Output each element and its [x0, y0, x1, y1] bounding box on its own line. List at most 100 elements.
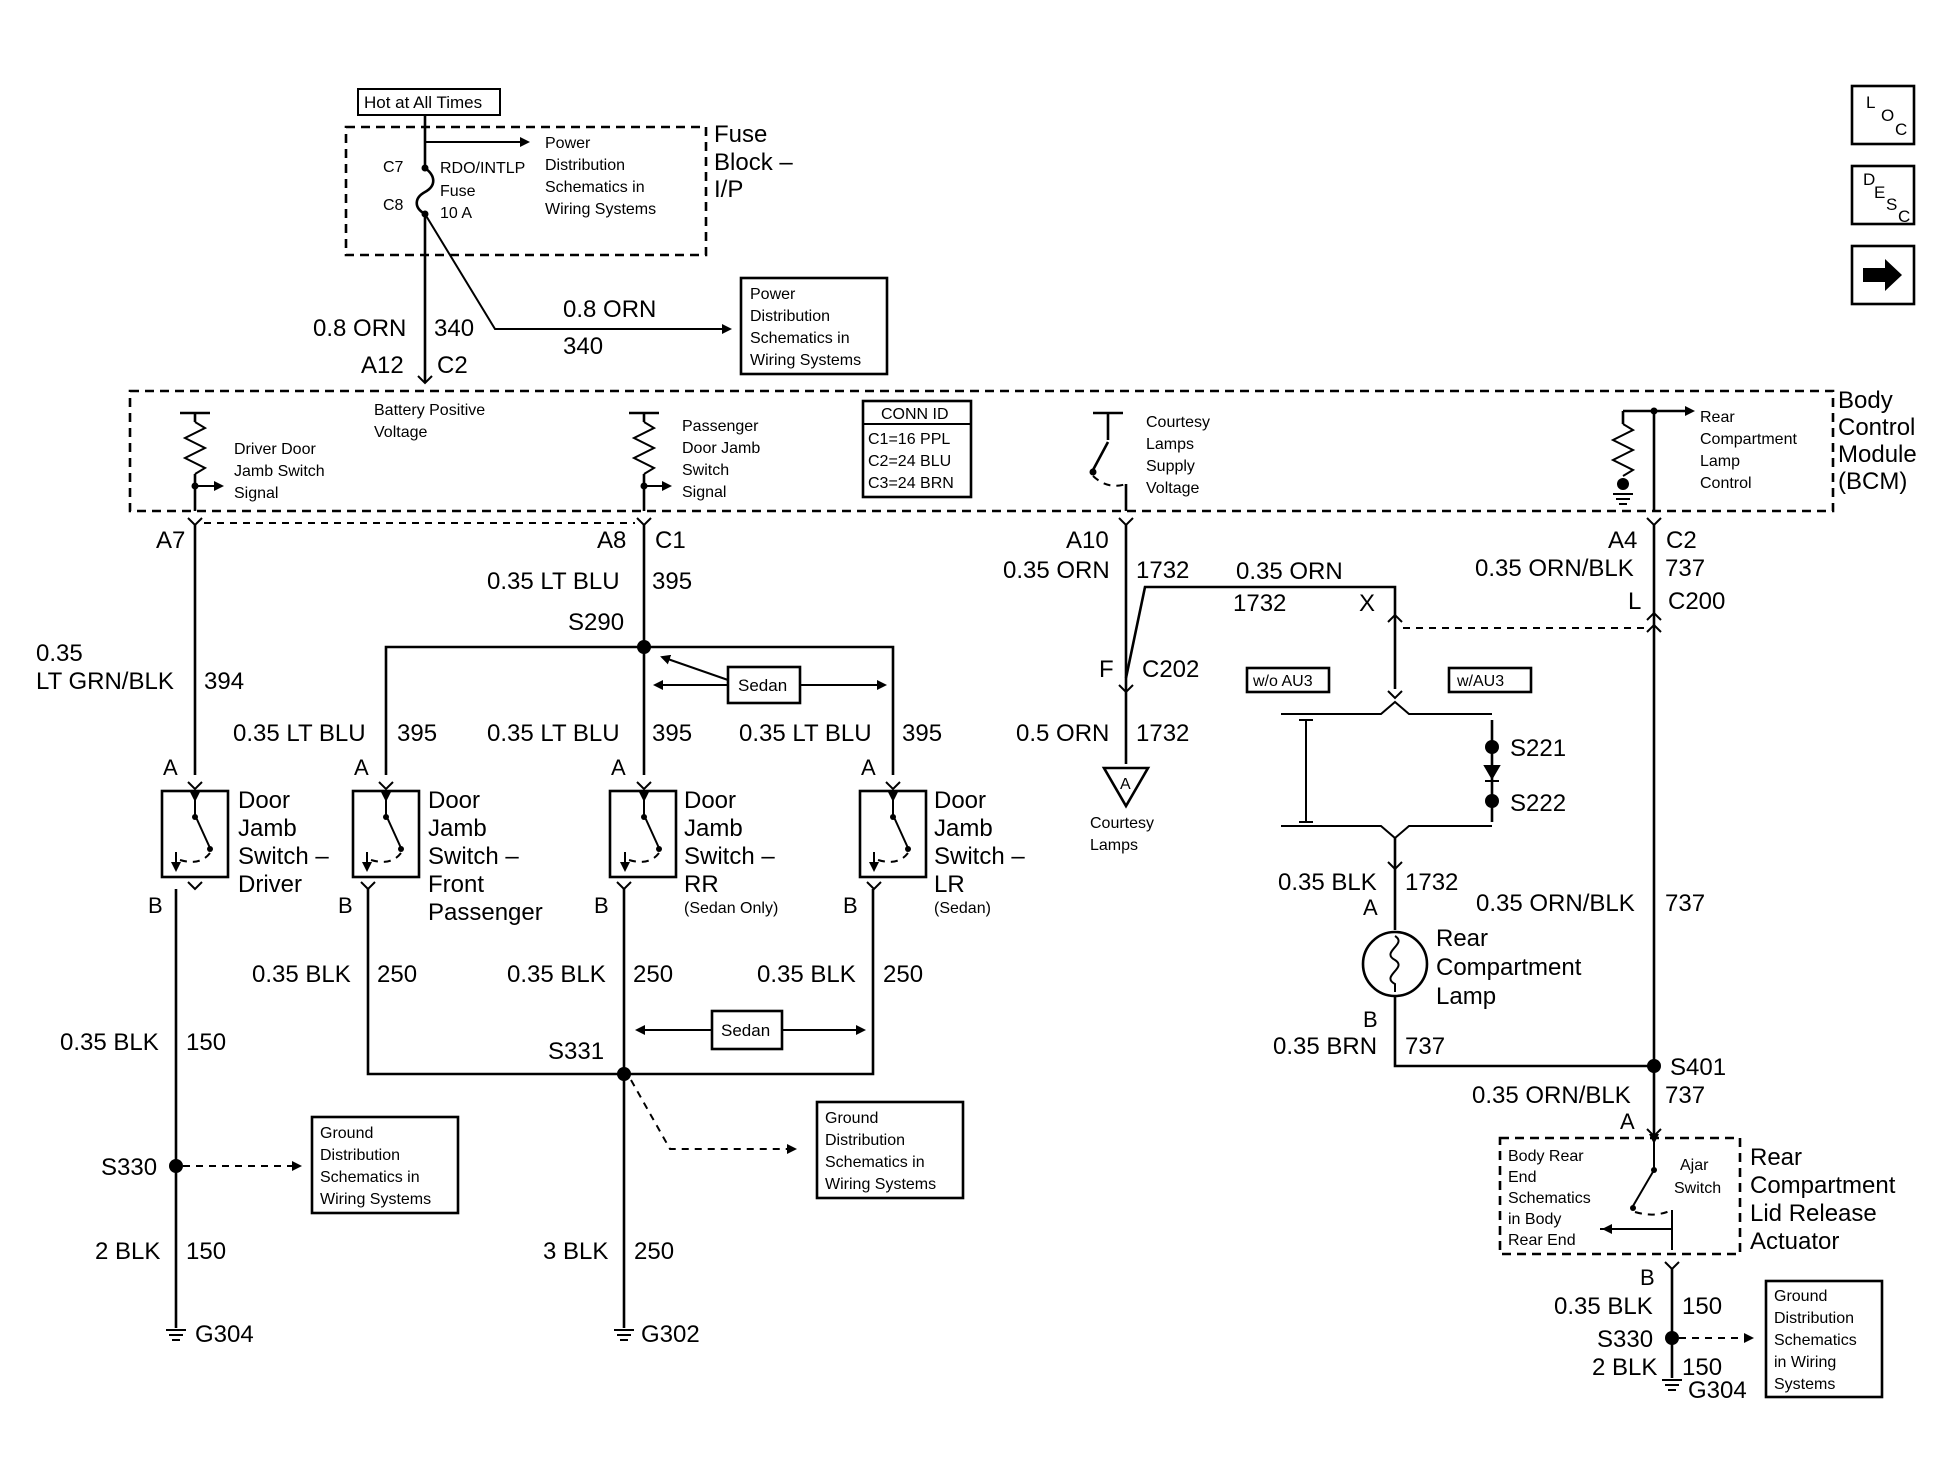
- svg-text:Wiring Systems: Wiring Systems: [545, 201, 656, 218]
- driver-switch-signal-circuit: Driver Door Jamb Switch Signal: [180, 411, 325, 511]
- svg-text:Voltage: Voltage: [1146, 480, 1199, 497]
- wire-1732-a-circuit: 1732: [1136, 557, 1189, 584]
- battery-positive-label: Battery Positive Voltage: [374, 402, 485, 441]
- wire-737-b-circuit: 737: [1665, 890, 1705, 917]
- svg-text:A: A: [354, 755, 369, 780]
- connector-lamp-chevron: [1387, 861, 1403, 871]
- svg-text:Passenger: Passenger: [428, 899, 543, 926]
- svg-text:O: O: [1881, 106, 1894, 125]
- splice-s401-label: S401: [1670, 1054, 1726, 1081]
- wire-250-lr-gauge: 0.35 BLK: [757, 961, 856, 988]
- svg-text:C2=24 BLU: C2=24 BLU: [868, 453, 951, 470]
- svg-text:E: E: [1874, 183, 1885, 202]
- wire-340-right-gauge: 0.8 ORN: [563, 296, 656, 323]
- svg-text:Driver Door: Driver Door: [234, 441, 316, 458]
- wire-150-b-gauge: 2 BLK: [95, 1238, 160, 1265]
- wire-150-a-gauge: 0.35 BLK: [60, 1029, 159, 1056]
- svg-text:Rear: Rear: [1750, 1144, 1802, 1171]
- svg-text:I/P: I/P: [714, 176, 743, 203]
- svg-text:C: C: [1898, 207, 1910, 226]
- svg-text:B: B: [843, 893, 858, 918]
- svg-text:Switch: Switch: [1674, 1180, 1721, 1197]
- svg-text:Switch –: Switch –: [428, 843, 519, 870]
- svg-text:Door: Door: [428, 787, 480, 814]
- svg-text:in Body: in Body: [1508, 1211, 1561, 1228]
- connector-chevron: [417, 375, 433, 385]
- ground-g304-label: G304: [195, 1321, 254, 1348]
- sedan-option-mid: Sedan: [710, 1009, 784, 1051]
- svg-text:Door Jamb: Door Jamb: [682, 440, 760, 457]
- svg-text:End: End: [1508, 1169, 1536, 1186]
- svg-text:w/AU3: w/AU3: [1456, 673, 1504, 690]
- conn-id-table: CONN ID C1=16 PPL C2=24 BLU C3=24 BRN: [861, 399, 973, 499]
- svg-text:Ground: Ground: [1774, 1288, 1827, 1305]
- svg-text:Schematics in: Schematics in: [750, 330, 850, 347]
- svg-text:Ground: Ground: [320, 1125, 373, 1142]
- svg-text:10 A: 10 A: [440, 205, 472, 222]
- wire-394-gauge-color: LT GRN/BLK: [36, 668, 174, 695]
- svg-text:Signal: Signal: [234, 485, 278, 502]
- wire-150-c-gauge: 0.35 BLK: [1554, 1293, 1653, 1320]
- svg-text:Power: Power: [545, 135, 591, 152]
- fuse-rdo-intlp: C7 C8 RDO/INTLP Fuse 10 A: [383, 115, 530, 222]
- pin-x: X: [1359, 590, 1375, 617]
- svg-text:Courtesy: Courtesy: [1146, 414, 1210, 431]
- bcm-connector-chevrons: [187, 517, 1662, 527]
- wire-150-a-circuit: 150: [186, 1029, 226, 1056]
- next-page-button[interactable]: [1850, 244, 1916, 306]
- arrow-right-icon: [1863, 259, 1902, 291]
- s221-s222-arrow: [1483, 765, 1501, 782]
- wire-395-main-circuit: 395: [652, 568, 692, 595]
- svg-text:(Sedan Only): (Sedan Only): [684, 900, 778, 917]
- ground-ref-box-left: Ground Distribution Schematics in Wiring…: [310, 1115, 460, 1215]
- pin-a8: A8: [597, 527, 626, 554]
- svg-text:Control: Control: [1838, 414, 1915, 441]
- svg-text:B: B: [148, 893, 163, 918]
- svg-text:S: S: [1886, 195, 1897, 214]
- wire-150-c-circuit: 150: [1682, 1293, 1722, 1320]
- connector-x-chevrons: [1387, 613, 1403, 700]
- loc-button[interactable]: L O C: [1850, 84, 1916, 146]
- courtesy-supply-circuit: Courtesy Lamps Supply Voltage: [1089, 411, 1210, 511]
- svg-text:Sedan: Sedan: [738, 676, 787, 695]
- option-bracket-top: [1281, 700, 1492, 715]
- svg-text:A: A: [1120, 776, 1131, 793]
- svg-text:Switch –: Switch –: [934, 843, 1025, 870]
- conn-c2-bcm: C2: [1666, 527, 1697, 554]
- wire-250-rr-circuit: 250: [633, 961, 673, 988]
- lamp-pin-b: B: [1363, 1007, 1378, 1032]
- conn-c200: C200: [1668, 588, 1725, 615]
- svg-text:RR: RR: [684, 871, 719, 898]
- pin-a4: A4: [1608, 527, 1637, 554]
- splice-s221-label: S221: [1510, 735, 1566, 762]
- svg-text:Actuator: Actuator: [1750, 1228, 1839, 1255]
- wire-395-bus: [384, 645, 895, 775]
- wire-250-lr-circuit: 250: [883, 961, 923, 988]
- wire-395-fp-circuit: 395: [397, 720, 437, 747]
- wire-737-a-gauge: 0.35 ORN/BLK: [1475, 555, 1634, 582]
- svg-text:Lamp: Lamp: [1700, 453, 1740, 470]
- splice-s330-label: S330: [101, 1154, 157, 1181]
- ground-g302-label: G302: [641, 1321, 700, 1348]
- svg-text:Passenger: Passenger: [682, 418, 759, 435]
- svg-text:in Wiring: in Wiring: [1774, 1354, 1836, 1371]
- conn-c202: C202: [1142, 656, 1199, 683]
- splice-s401: [1647, 1059, 1661, 1073]
- svg-text:C8: C8: [383, 197, 404, 214]
- svg-text:(BCM): (BCM): [1838, 468, 1907, 495]
- wire-250-fp-circuit: 250: [377, 961, 417, 988]
- option-bracket-bottom: [1281, 825, 1492, 840]
- wire-395-fp-gauge: 0.35 LT BLU: [233, 720, 366, 747]
- wire-737-brn-circuit: 737: [1405, 1033, 1445, 1060]
- actuator-outline: [1498, 1136, 1742, 1256]
- svg-text:Voltage: Voltage: [374, 424, 427, 441]
- wire-1732-a-gauge: 0.35 ORN: [1003, 557, 1110, 584]
- wire-395-main-gauge: 0.35 LT BLU: [487, 568, 620, 595]
- desc-button[interactable]: D E S C: [1850, 164, 1916, 226]
- svg-text:Jamb: Jamb: [428, 815, 487, 842]
- pin-a10: A10: [1066, 527, 1109, 554]
- rear-lamp-control-circuit: Rear Compartment Lamp Control: [1610, 406, 1797, 511]
- ground-g302-symbol: [614, 1329, 634, 1341]
- wire-395-rr-gauge: 0.35 LT BLU: [487, 720, 620, 747]
- wire-150-b-circuit: 150: [186, 1238, 226, 1265]
